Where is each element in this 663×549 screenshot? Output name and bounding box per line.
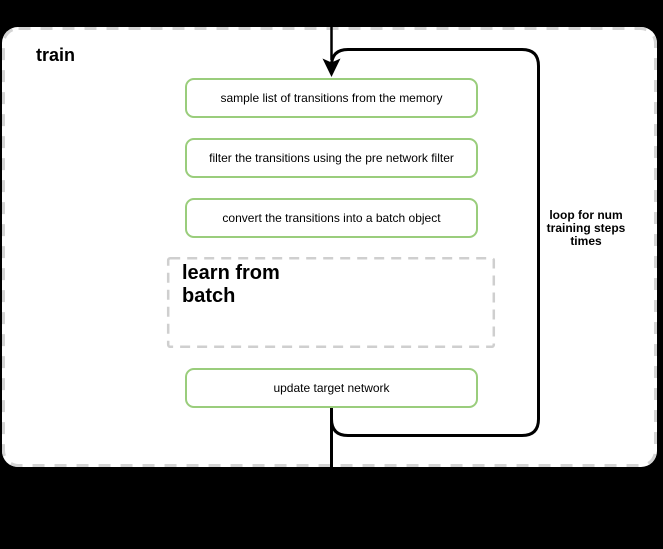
loop-annotation-line: loop for num [549, 208, 623, 222]
step-label: convert the transitions into a batch obj… [222, 211, 441, 225]
step-sample-transitions: sample list of transitions from the memo… [185, 78, 478, 118]
learn-group-title-line: learn from [182, 262, 280, 284]
loop-rectangle [330, 48, 540, 437]
loop-annotation-line: training steps [546, 221, 626, 235]
learn-group-title-line: batch [182, 285, 236, 307]
step-filter-transitions: filter the transitions using the pre net… [185, 138, 478, 178]
train-group-border [2, 27, 657, 467]
group-title: train [36, 45, 76, 65]
step-convert-to-batch: convert the transitions into a batch obj… [185, 198, 478, 238]
arrowhead-down-icon [322, 58, 341, 77]
step-label: sample list of transitions from the memo… [220, 91, 443, 105]
step-label: filter the transitions using the pre net… [209, 151, 454, 165]
loop-annotation: loop for num training steps times [536, 209, 636, 248]
learn-group-border [166, 256, 496, 349]
step-update-target-network: update target network [185, 368, 478, 408]
loop-annotation-line: times [570, 234, 602, 248]
step-label: update target network [273, 381, 390, 395]
learn-from-batch-group: learn from batch [167, 257, 495, 348]
